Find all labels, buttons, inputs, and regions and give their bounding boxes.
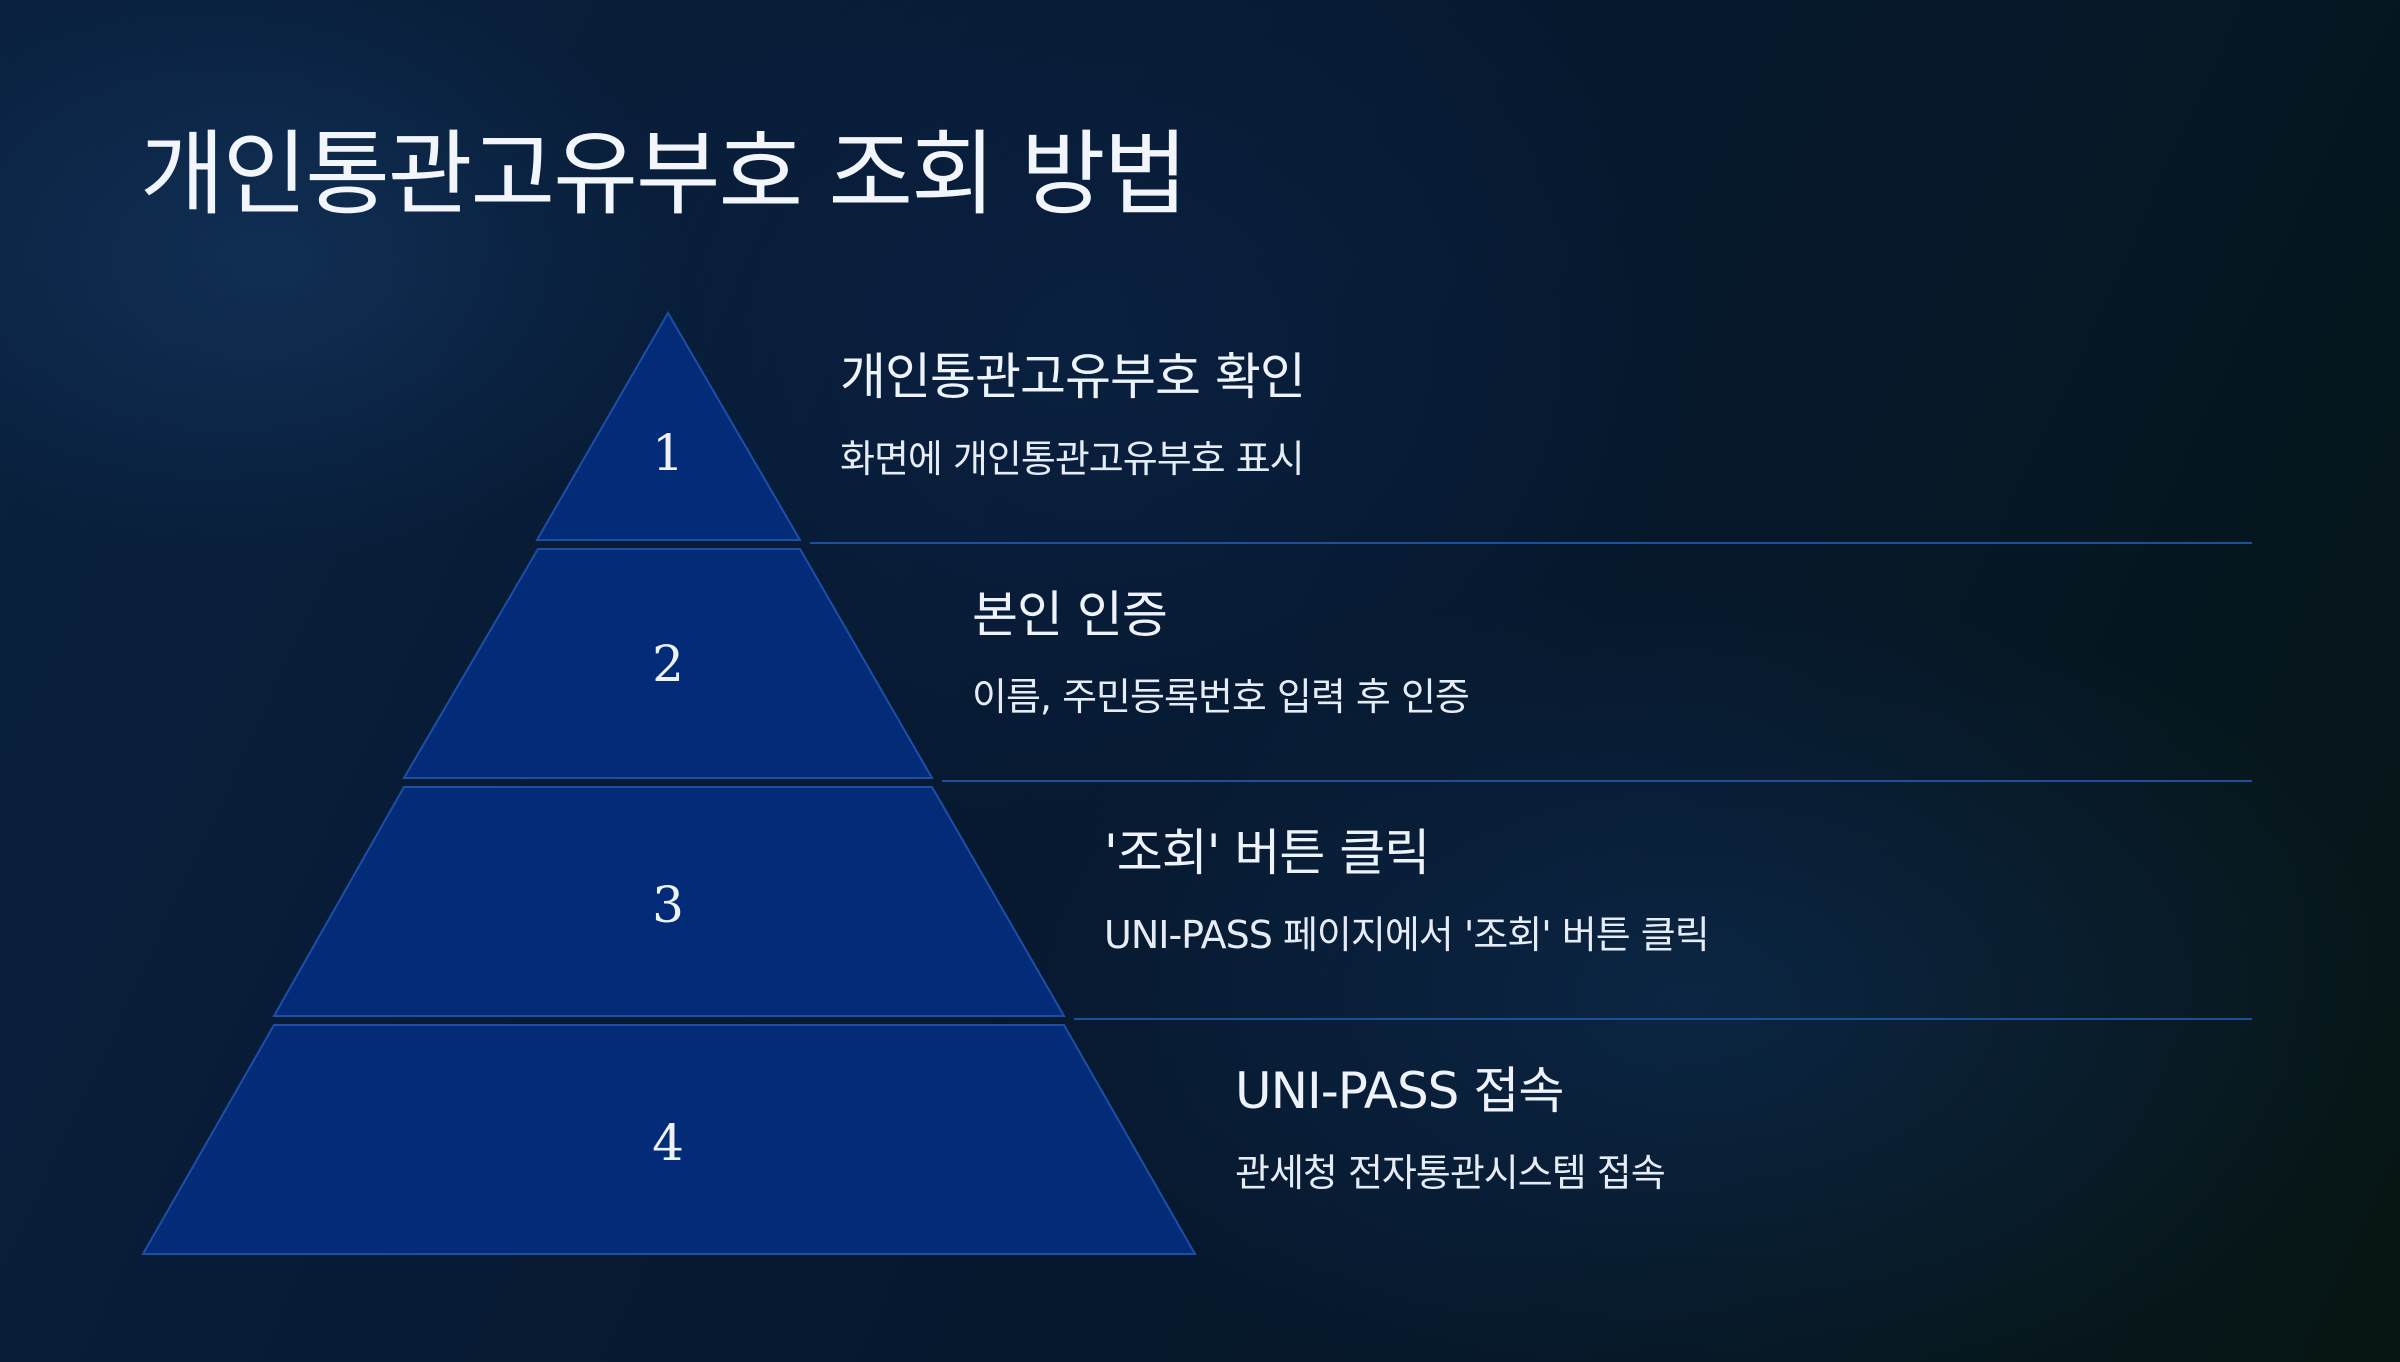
step-3-description: UNI-PASS 페이지에서 '조회' 버튼 클릭	[1104, 913, 1710, 957]
step-2-title: 본인 인증	[972, 586, 1168, 644]
tier-number-2: 2	[652, 635, 684, 693]
tier-number-4: 4	[652, 1114, 684, 1172]
step-4-title: UNI-PASS 접속	[1235, 1062, 1564, 1120]
pyramid-tier-2	[402, 548, 934, 779]
pyramid-tier-1	[535, 311, 802, 541]
tier-number-1: 1	[652, 424, 684, 482]
step-2-description: 이름, 주민등록번호 입력 후 인증	[972, 675, 1470, 719]
pyramid-tier-4	[141, 1024, 1197, 1255]
step-3: '조회' 버튼 클릭 UNI-PASS 페이지에서 '조회' 버튼 클릭	[1104, 824, 1710, 957]
pyramid-tier-3	[272, 786, 1066, 1017]
step-1: 개인통관고유부호 확인 화면에 개인통관고유부호 표시	[840, 348, 1306, 481]
step-4: UNI-PASS 접속 관세청 전자통관시스템 접속	[1235, 1062, 1666, 1195]
slide-title: 개인통관고유부호 조회 방법	[140, 121, 1188, 228]
step-1-description: 화면에 개인통관고유부호 표시	[840, 437, 1305, 481]
step-4-description: 관세청 전자통관시스템 접속	[1235, 1151, 1666, 1195]
tier-number-3: 3	[652, 876, 684, 934]
step-3-title: '조회' 버튼 클릭	[1104, 824, 1430, 882]
step-1-title: 개인통관고유부호 확인	[840, 348, 1306, 406]
step-2: 본인 인증 이름, 주민등록번호 입력 후 인증	[972, 586, 1470, 719]
